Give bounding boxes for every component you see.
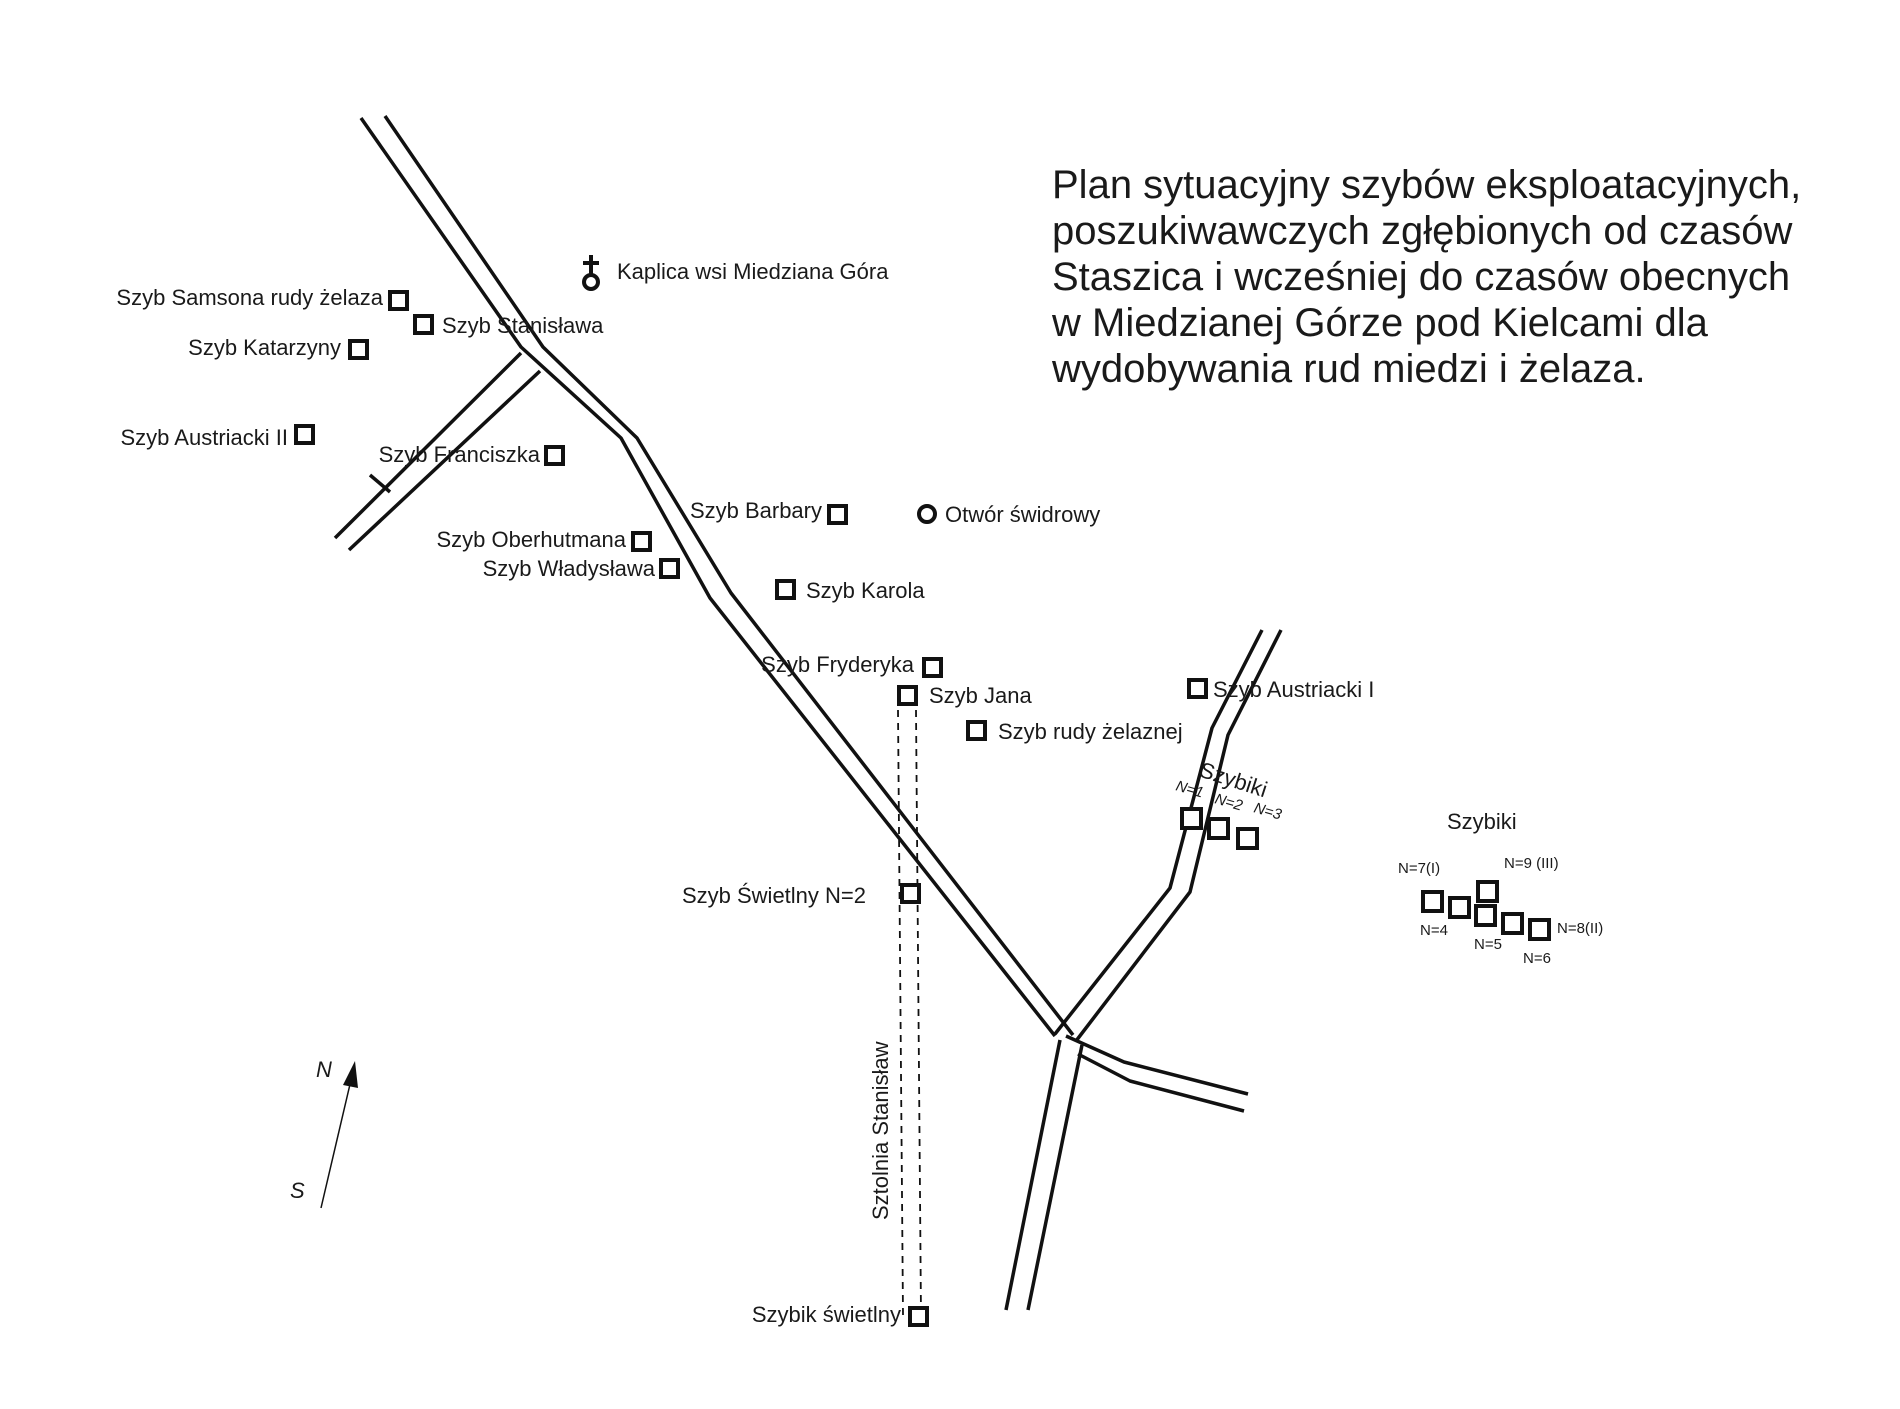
shaft-wladyslawa: Szyb Władysława	[483, 556, 680, 581]
shaft-austriacki-2: Szyb Austriacki II	[120, 424, 315, 450]
map-title: Plan sytuacyjny szybów eksploatacyjnych,…	[1051, 163, 1801, 391]
shaft-label: Szyb Jana	[929, 683, 1032, 708]
shaft-label: Szyb Samsona rudy żelaza	[116, 285, 383, 310]
north-arrow-icon	[320, 1061, 358, 1209]
shaft-label: Szyb Fryderyka	[761, 652, 915, 677]
borehole-circle-icon	[917, 504, 937, 524]
szybik-n3-label: N=3	[1252, 800, 1284, 824]
szybik-n7-label: N=7(I)	[1398, 860, 1440, 877]
adit-label: Sztolnia Stanisław	[868, 1041, 893, 1220]
szybiki-group-1: Szybiki N=1 N=2 N=3	[1174, 757, 1284, 850]
shaft-square-icon	[775, 579, 796, 600]
shaft-label: Szyb Katarzyny	[188, 335, 341, 360]
shaft-square-icon	[631, 531, 652, 552]
shaft-label: Szyb Oberhutmana	[436, 527, 626, 552]
title-line-5: wydobywania rud miedzi i żelaza.	[1051, 347, 1646, 391]
shaft-square-icon	[900, 883, 921, 904]
borehole-label: Otwór świdrowy	[945, 502, 1100, 527]
szybik-n8-square	[1528, 918, 1551, 941]
szybik-n1-square	[1180, 807, 1203, 830]
szybiki-group-2: Szybiki N=7(I) N=9 (III) N=4 N=5 N=6 N=8…	[1398, 809, 1603, 967]
shaft-samsona: Szyb Samsona rudy żelaza	[116, 285, 409, 311]
szybiki-2-label: Szybiki	[1447, 809, 1517, 834]
south-road	[1004, 1039, 1084, 1311]
shaft-franciszka: Szyb Franciszka	[379, 442, 565, 467]
shaft-square-icon	[413, 314, 434, 335]
szybik-n8-label: N=8(II)	[1557, 920, 1603, 937]
szybik-n4-square	[1448, 896, 1471, 919]
shaft-square-icon	[294, 424, 315, 445]
szybik-n6-square	[1501, 912, 1524, 935]
chapel-cross-icon	[582, 255, 600, 291]
szybik-n6-label: N=6	[1523, 950, 1551, 967]
chapel-label: Kaplica wsi Miedziana Góra	[617, 259, 889, 284]
shaft-square-icon	[966, 720, 987, 741]
shaft-label: Szyb Stanisława	[442, 313, 604, 338]
shaft-fryderyka: Szyb Fryderyka	[761, 652, 943, 678]
title-line-1: Plan sytuacyjny szybów eksploatacyjnych,	[1052, 163, 1801, 207]
shaft-square-icon	[897, 685, 918, 706]
shaft-label: Szyb Barbary	[690, 498, 822, 523]
shaft-karola: Szyb Karola	[775, 578, 925, 603]
shaft-label: Szyb Karola	[806, 578, 925, 603]
shaft-austriacki-1: Szyb Austriacki I	[1187, 677, 1374, 702]
shaft-square-icon	[922, 657, 943, 678]
shaft-label: Szyb Austriacki I	[1213, 677, 1374, 702]
borehole-marker: Otwór świdrowy	[917, 502, 1100, 527]
compass-south-label: S	[290, 1178, 305, 1203]
shaft-square-icon	[544, 445, 565, 466]
west-branch-road	[333, 351, 542, 552]
shaft-katarzyny: Szyb Katarzyny	[188, 335, 369, 360]
east-road	[1065, 1034, 1249, 1113]
szybik-n9-label: N=9 (III)	[1504, 855, 1559, 872]
shaft-rudy-zelaznej: Szyb rudy żelaznej	[966, 719, 1183, 744]
shaft-label: Szybik świetlny	[752, 1302, 901, 1327]
shaft-label: Szyb Świetlny N=2	[682, 883, 866, 908]
title-line-2: poszukiwawczych zgłębionych od czasów	[1052, 209, 1792, 253]
title-line-4: w Miedzianej Górze pod Kielcami dla	[1051, 301, 1709, 345]
compass: N S	[290, 1057, 358, 1209]
shaft-stanislawa: Szyb Stanisława	[413, 313, 604, 338]
shaft-barbary: Szyb Barbary	[690, 498, 848, 525]
title-line-3: Staszica i wcześniej do czasów obecnych	[1052, 255, 1790, 299]
shaft-jana: Szyb Jana	[897, 683, 1032, 708]
shaft-square-icon	[1187, 678, 1208, 699]
szybik-n4-label: N=4	[1420, 922, 1448, 939]
shaft-szybik-swietlny: Szybik świetlny	[752, 1302, 929, 1327]
shaft-square-icon	[388, 290, 409, 311]
shaft-square-icon	[827, 504, 848, 525]
szybik-n5-square	[1474, 904, 1497, 927]
szybik-n3-square	[1236, 827, 1259, 850]
szybik-n2-square	[1207, 817, 1230, 840]
shafts: Szyb Samsona rudy żelaza Szyb Stanisława…	[116, 285, 1374, 1327]
szybik-n7-square	[1421, 890, 1444, 913]
shaft-label: Szyb Austriacki II	[120, 425, 288, 450]
shaft-label: Szyb Franciszka	[379, 442, 541, 467]
shaft-label: Szyb Władysława	[483, 556, 656, 581]
shaft-swietlny: Szyb Świetlny N=2	[682, 883, 921, 908]
szybik-n5-label: N=5	[1474, 936, 1502, 953]
shaft-square-icon	[659, 558, 680, 579]
chapel-marker: Kaplica wsi Miedziana Góra	[582, 255, 889, 291]
adit-sztolnia: Sztolnia Stanisław	[868, 709, 922, 1316]
shaft-oberhutmana: Szyb Oberhutmana	[436, 527, 652, 552]
compass-north-label: N	[316, 1057, 332, 1082]
szybik-n9-square	[1476, 880, 1499, 903]
main-road	[359, 115, 1075, 1038]
shaft-square-icon	[348, 339, 369, 360]
shaft-square-icon	[908, 1306, 929, 1327]
shaft-label: Szyb rudy żelaznej	[998, 719, 1183, 744]
